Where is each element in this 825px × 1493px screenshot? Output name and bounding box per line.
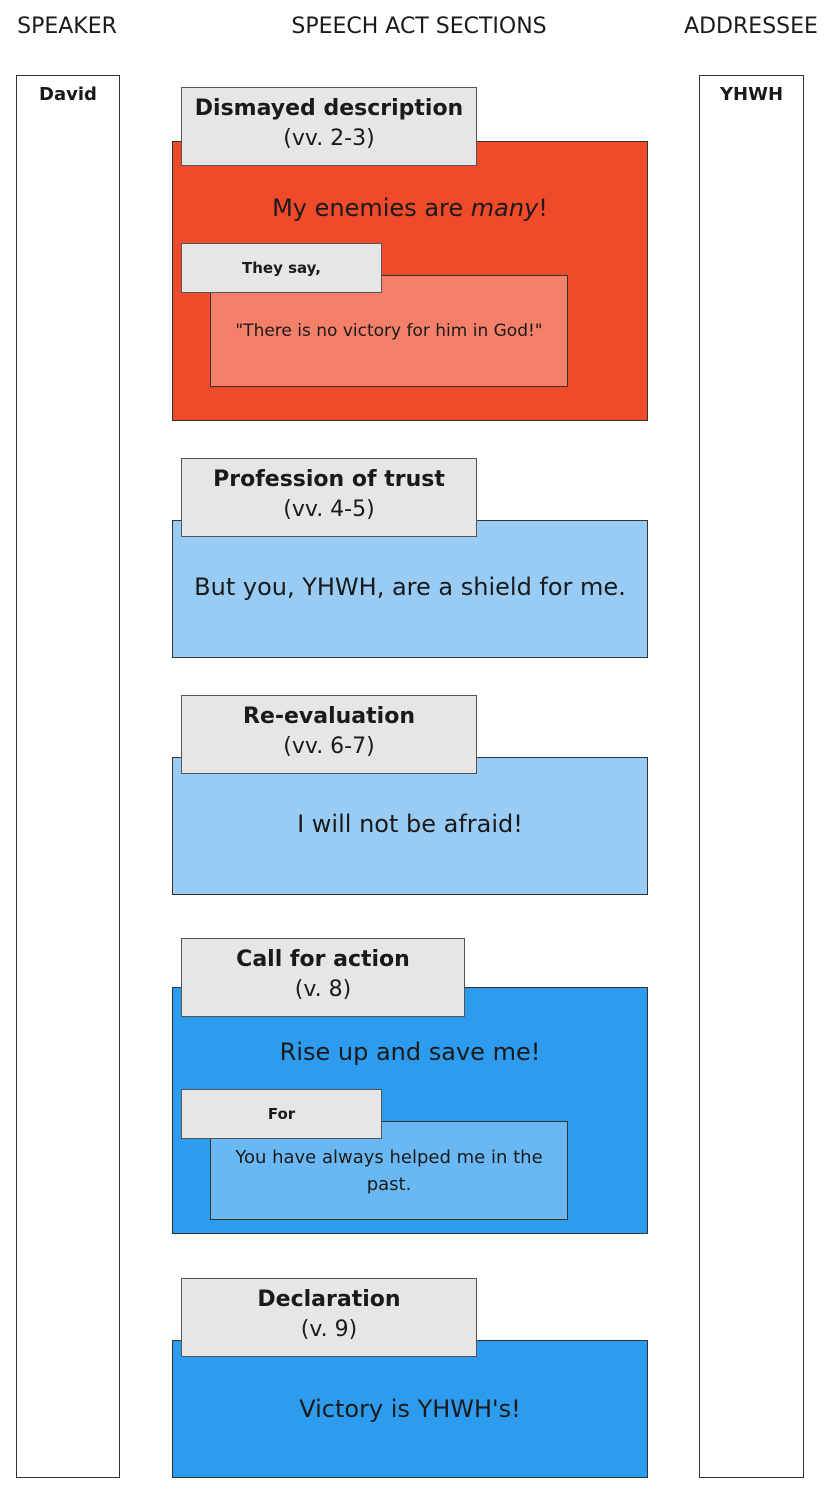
addressee-lane: YHWH	[699, 75, 804, 1478]
section-reevaluation-text: I will not be afraid!	[297, 810, 523, 838]
section-call-text: Rise up and save me!	[279, 1038, 541, 1066]
section-declaration-box: Victory is YHWH's!	[172, 1340, 648, 1478]
section-dismayed-tab: Dismayed description (vv. 2-3)	[181, 87, 477, 166]
section-dismayed-sublabel: They say,	[181, 243, 382, 293]
section-trust-text: But you, YHWH, are a shield for me.	[194, 573, 626, 601]
section-reevaluation-tab: Re-evaluation (vv. 6-7)	[181, 695, 477, 774]
section-declaration-tab: Declaration (v. 9)	[181, 1278, 477, 1357]
section-call-reason: You have always helped me in the past.	[235, 1146, 543, 1195]
section-trust-verses: (vv. 4-5)	[283, 497, 375, 522]
section-declaration-text: Victory is YHWH's!	[299, 1395, 521, 1423]
addressee-header: ADDRESSEE	[684, 14, 818, 39]
section-trust-box: But you, YHWH, are a shield for me.	[172, 520, 648, 658]
speaker-name: David	[39, 84, 97, 105]
sections-header: SPEECH ACT SECTIONS	[291, 14, 547, 39]
section-declaration-title: Declaration	[257, 1287, 401, 1312]
section-call-tab: Call for action (v. 8)	[181, 938, 465, 1017]
section-dismayed-quote-box: "There is no victory for him in God!"	[210, 275, 568, 387]
section-dismayed-text: My enemies are many!	[272, 194, 548, 222]
section-dismayed-verses: (vv. 2-3)	[283, 126, 375, 151]
section-call-title: Call for action	[236, 947, 410, 972]
addressee-name: YHWH	[719, 84, 784, 105]
speaker-lane: David	[16, 75, 120, 1478]
section-dismayed-quote: "There is no victory for him in God!"	[235, 320, 543, 341]
section-reevaluation-title: Re-evaluation	[243, 704, 415, 729]
section-trust-tab: Profession of trust (vv. 4-5)	[181, 458, 477, 537]
section-trust-title: Profession of trust	[213, 467, 445, 492]
section-call-sublabel: For	[181, 1089, 382, 1139]
section-reevaluation-verses: (vv. 6-7)	[283, 734, 375, 759]
section-call-verses: (v. 8)	[294, 977, 352, 1002]
section-dismayed-title: Dismayed description	[194, 96, 464, 121]
speaker-header: SPEAKER	[17, 14, 117, 39]
section-declaration-verses: (v. 9)	[300, 1317, 358, 1342]
section-reevaluation-box: I will not be afraid!	[172, 757, 648, 895]
